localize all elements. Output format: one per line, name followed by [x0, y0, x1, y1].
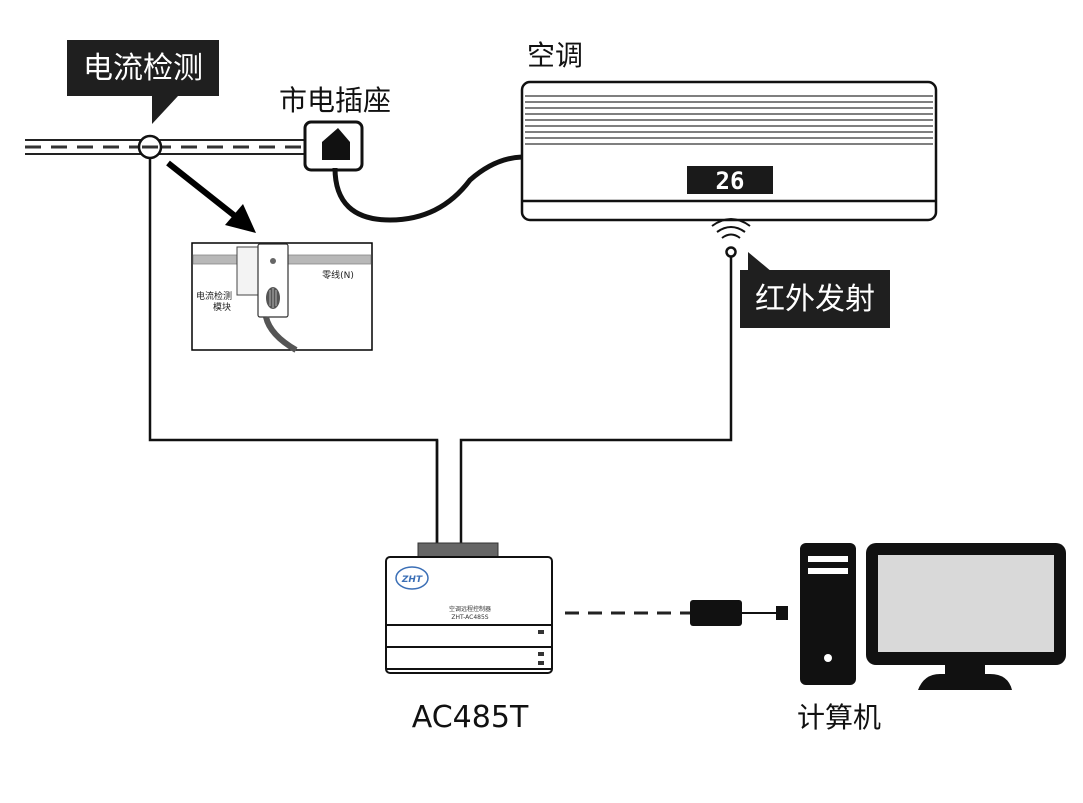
current-detection-label: 电流检测: [83, 51, 203, 86]
ir-emitter-label: 红外发射: [755, 282, 875, 317]
ac-temperature-display: 26: [716, 167, 745, 195]
mains-socket: [303, 120, 364, 172]
inset-module-label-2: 模块: [213, 301, 231, 313]
power-line: [25, 139, 315, 155]
usb-link: [565, 600, 788, 626]
current-detection-callout: 电流检测: [67, 40, 219, 124]
air-conditioner: 26: [520, 80, 938, 222]
ac-power-cable: [332, 154, 523, 223]
controller-model-small: ZHT-AC485S: [451, 614, 488, 621]
current-module-inset: 电流检测 模块 零线(N): [191, 242, 373, 353]
computer-icon: [800, 543, 1066, 690]
zoom-arrow: [166, 160, 256, 233]
mains-socket-label: 市电插座: [279, 84, 391, 117]
inset-module-label-1: 电流检测: [196, 290, 232, 302]
controller-name: 空调远程控制器: [449, 605, 491, 613]
computer-label: 计算机: [797, 701, 881, 734]
air-conditioner-label: 空调: [527, 39, 583, 72]
controller-model-label: AC485T: [412, 700, 529, 735]
inset-neutral-label: 零线(N): [322, 269, 354, 281]
ir-emitter-callout: 红外发射: [740, 252, 890, 328]
signal-wiring: [148, 158, 733, 545]
controller-logo: ZHT: [401, 575, 423, 585]
ir-signal-icon: [711, 218, 751, 258]
ac485t-controller: ZHT 空调远程控制器 ZHT-AC485S: [385, 542, 553, 674]
